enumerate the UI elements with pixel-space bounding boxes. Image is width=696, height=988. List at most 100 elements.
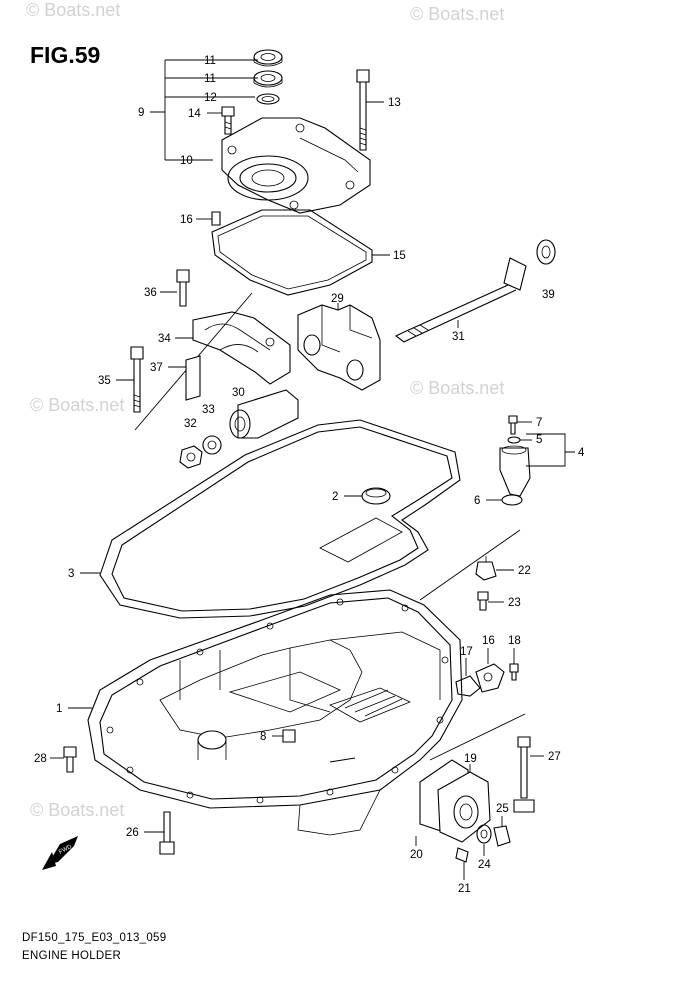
svg-text:2: 2 bbox=[332, 491, 338, 503]
callout-3: 3 bbox=[68, 568, 100, 580]
svg-text:9: 9 bbox=[138, 107, 144, 119]
washer-34 bbox=[202, 435, 222, 455]
bearing-housing-10 bbox=[221, 117, 371, 214]
gasket-13 bbox=[211, 209, 373, 296]
callout-16: 16 bbox=[180, 214, 212, 226]
svg-text:6: 6 bbox=[474, 495, 480, 507]
bolt-28 bbox=[513, 736, 535, 813]
svg-text:33: 33 bbox=[202, 404, 215, 416]
svg-text:17: 17 bbox=[460, 646, 473, 658]
mount-cover-35 bbox=[192, 311, 291, 385]
nut-33 bbox=[179, 445, 203, 469]
cover-20 bbox=[437, 771, 491, 843]
callout-13: 15 bbox=[372, 250, 406, 262]
rubber-mount-30 bbox=[297, 304, 381, 391]
callout-38: 37 bbox=[150, 362, 186, 374]
callout-10: 10 bbox=[180, 155, 193, 167]
pin-8 bbox=[282, 729, 296, 743]
callout-22: 21 bbox=[458, 862, 471, 895]
callout-30: 29 bbox=[331, 293, 344, 310]
plate-38 bbox=[185, 355, 201, 401]
svg-text:29: 29 bbox=[331, 293, 344, 305]
svg-text:21: 21 bbox=[458, 883, 471, 895]
callout-5: 5 bbox=[520, 434, 542, 446]
callout-39: 39 bbox=[542, 289, 555, 301]
callout-29: 28 bbox=[34, 753, 64, 765]
water-fitting-4 bbox=[499, 445, 531, 497]
fitting-23 bbox=[475, 556, 497, 581]
o-ring-6 bbox=[501, 494, 523, 506]
svg-text:5: 5 bbox=[536, 434, 542, 446]
bolt-22 bbox=[455, 847, 469, 863]
svg-text:4: 4 bbox=[578, 447, 585, 459]
svg-text:3: 3 bbox=[68, 568, 74, 580]
svg-text:30: 30 bbox=[232, 387, 245, 399]
plug-2 bbox=[361, 487, 391, 505]
collar-31 bbox=[229, 389, 299, 439]
washer-39 bbox=[536, 239, 556, 265]
callout-24: 23 bbox=[488, 597, 521, 609]
svg-text:27: 27 bbox=[548, 751, 561, 763]
oil-pan-1 bbox=[87, 589, 463, 836]
washer-25 bbox=[476, 824, 492, 844]
oil-seal-11b bbox=[253, 70, 283, 88]
svg-text:7: 7 bbox=[536, 417, 542, 429]
callout-4: 4 bbox=[578, 447, 585, 459]
callout-27: 26 bbox=[126, 827, 164, 839]
gasket-18 bbox=[455, 675, 481, 697]
callout-14: 13 bbox=[366, 97, 401, 109]
fwd-arrow-icon: FWD bbox=[42, 836, 78, 870]
gasket-3 bbox=[99, 419, 461, 619]
leader-oilpan-to-28 bbox=[429, 713, 526, 761]
callout-28: 27 bbox=[530, 751, 561, 763]
svg-text:20: 20 bbox=[410, 849, 423, 861]
svg-text:31: 31 bbox=[452, 331, 465, 343]
through-bolt-32 bbox=[394, 257, 527, 343]
svg-text:8: 8 bbox=[260, 731, 266, 743]
svg-text:28: 28 bbox=[34, 753, 47, 765]
svg-text:22: 22 bbox=[518, 565, 531, 577]
callout-12: 12 bbox=[204, 92, 217, 104]
svg-text:25: 25 bbox=[496, 803, 509, 815]
svg-text:19: 19 bbox=[464, 753, 477, 765]
callout-2: 2 bbox=[332, 491, 362, 503]
callout-11a: 11 bbox=[204, 55, 216, 67]
callout-6: 6 bbox=[474, 495, 502, 507]
callout-1: 1 bbox=[56, 703, 92, 715]
callout-19: 18 bbox=[508, 635, 521, 664]
svg-text:10: 10 bbox=[180, 155, 193, 167]
svg-text:12: 12 bbox=[204, 92, 217, 104]
svg-text:34: 34 bbox=[158, 333, 171, 345]
svg-text:23: 23 bbox=[508, 597, 521, 609]
callout-17: 16 bbox=[482, 635, 495, 664]
bolt-27 bbox=[159, 811, 175, 855]
watermark: © Boats.net bbox=[26, 0, 121, 20]
callout-34: 33 bbox=[202, 404, 215, 416]
callout-15: 14 bbox=[188, 108, 222, 120]
figure-title: FIG.59 bbox=[30, 42, 101, 68]
oil-seal-11a bbox=[253, 49, 283, 67]
callout-21: 20 bbox=[410, 836, 423, 861]
bolt-37 bbox=[176, 269, 190, 307]
callout-35: 34 bbox=[158, 333, 193, 345]
callout-37: 36 bbox=[144, 287, 177, 299]
svg-text:36: 36 bbox=[144, 287, 157, 299]
drain-plug-26 bbox=[493, 825, 511, 847]
svg-text:35: 35 bbox=[98, 375, 111, 387]
diagram-caption: ENGINE HOLDER bbox=[22, 950, 122, 962]
callout-8: 8 bbox=[260, 731, 283, 743]
bolt-29 bbox=[63, 746, 77, 773]
svg-text:1: 1 bbox=[56, 703, 62, 715]
cover-17 bbox=[475, 663, 505, 693]
watermark: © Boats.net bbox=[410, 378, 505, 398]
callout-9: 9 bbox=[138, 107, 144, 119]
callout-36: 35 bbox=[98, 375, 134, 387]
svg-text:11: 11 bbox=[204, 73, 216, 85]
svg-text:13: 13 bbox=[388, 97, 401, 109]
svg-text:16: 16 bbox=[482, 635, 495, 647]
svg-text:16: 16 bbox=[180, 214, 193, 226]
callout-23: 22 bbox=[496, 565, 531, 577]
callout-18: 17 bbox=[460, 646, 473, 676]
bolt-15 bbox=[221, 106, 235, 135]
